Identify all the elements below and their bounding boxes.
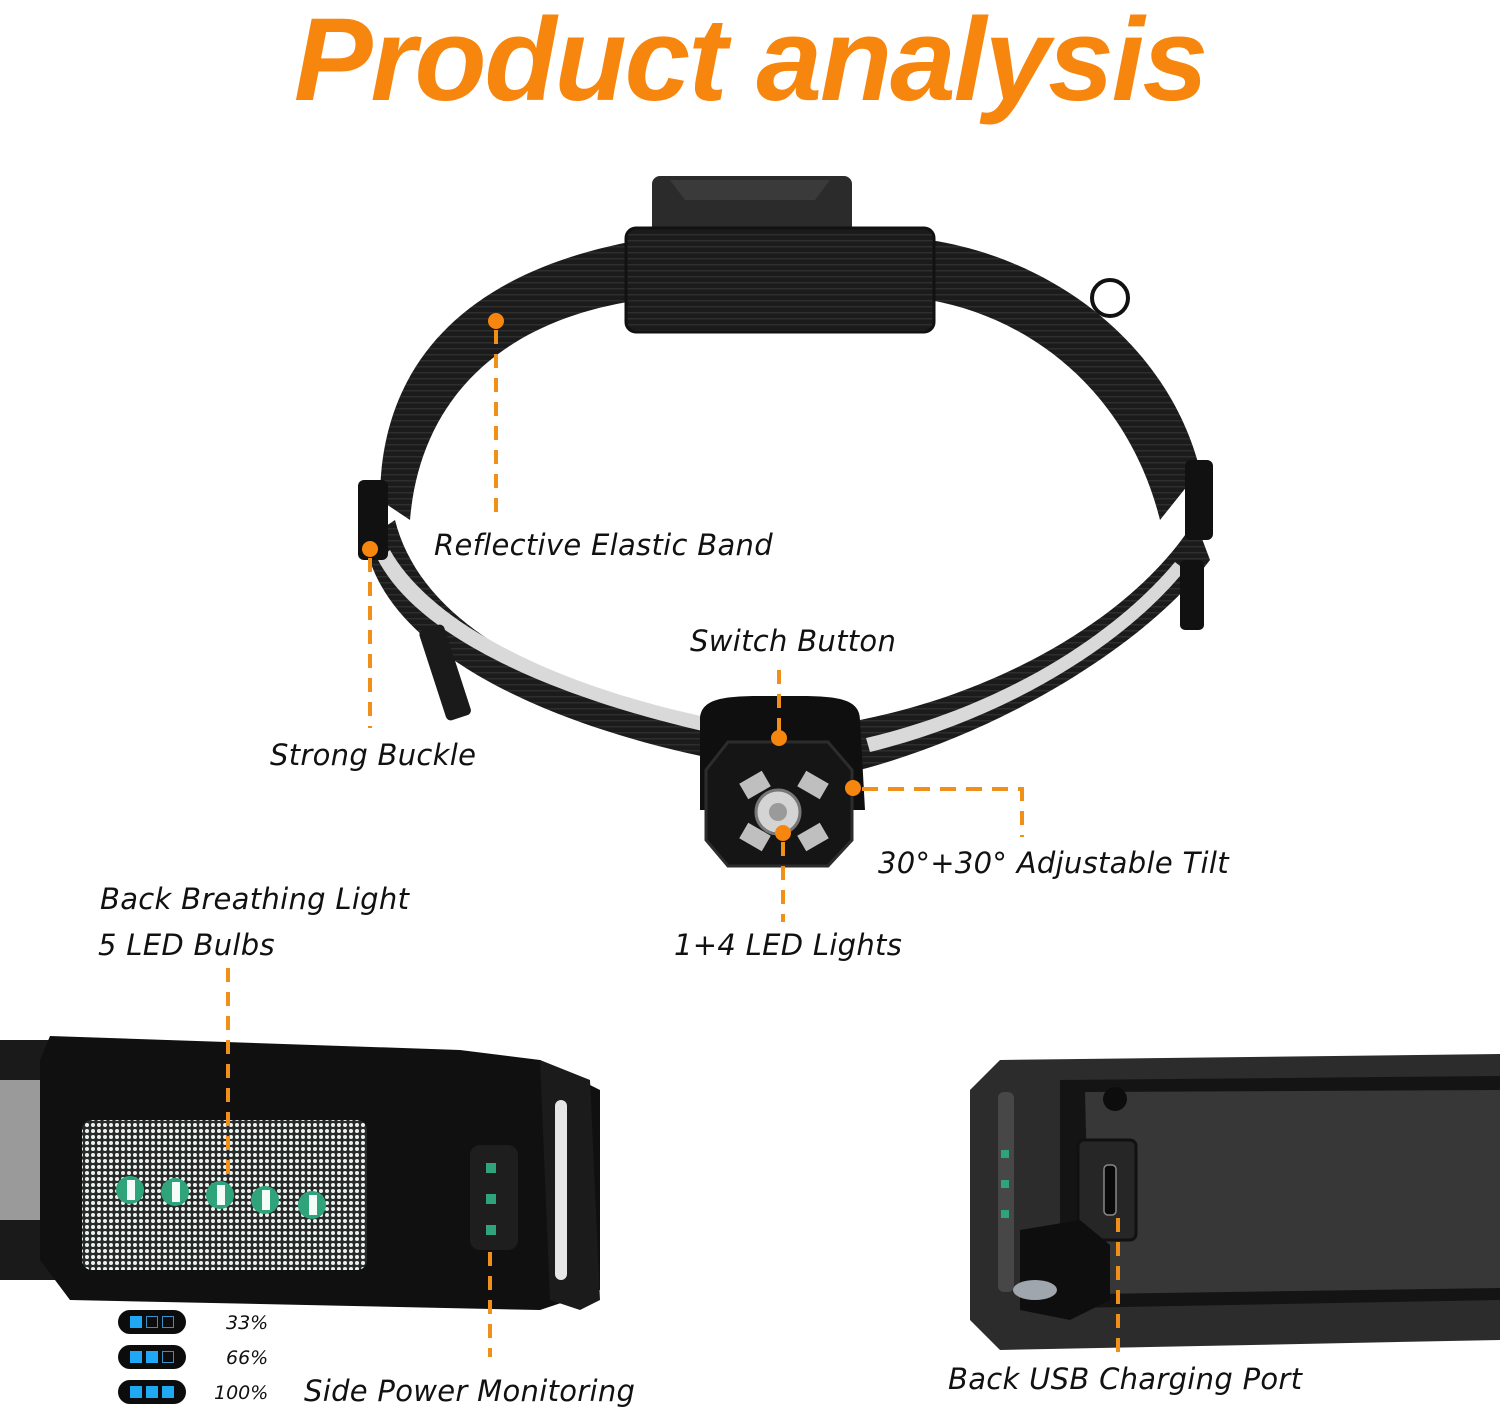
callout-line-tilt-v (1020, 787, 1024, 837)
label-side-power-monitoring: Side Power Monitoring (304, 1374, 636, 1408)
label-led-lights: 1+4 LED Lights (674, 928, 903, 962)
label-strong-buckle: Strong Buckle (270, 738, 477, 772)
callout-dot-buckle (362, 541, 378, 557)
label-reflective-band: Reflective Elastic Band (434, 528, 773, 562)
battery-cell-icon (162, 1386, 174, 1398)
callout-line-band (494, 330, 498, 520)
callout-line-buckle (368, 558, 372, 728)
battery-cell-icon (146, 1316, 158, 1328)
label-switch-button: Switch Button (690, 624, 897, 658)
back-light-image (0, 1036, 600, 1310)
label-back-breathing-light: Back Breathing Light (100, 882, 410, 916)
callout-line-usb (1116, 1218, 1120, 1356)
battery-label-100: 100% (214, 1382, 269, 1404)
battery-cell-icon (130, 1351, 142, 1363)
callout-line-switch (777, 670, 781, 732)
callout-dot-tilt (845, 780, 861, 796)
headband-image (358, 176, 1213, 868)
callout-dot-band (488, 313, 504, 329)
callout-line-back-light (226, 968, 230, 1174)
callout-dot-switch (771, 730, 787, 746)
battery-label-33: 33% (226, 1312, 269, 1334)
battery-indicator-33 (118, 1310, 186, 1334)
label-adjustable-tilt: 30°+30° Adjustable Tilt (878, 846, 1229, 880)
callout-dot-led (775, 825, 791, 841)
battery-label-66: 66% (226, 1347, 269, 1369)
battery-cell-icon (146, 1386, 158, 1398)
battery-cell-icon (146, 1351, 158, 1363)
label-led-bulbs: 5 LED Bulbs (98, 928, 275, 962)
usb-port-image (970, 1054, 1500, 1350)
battery-cell-icon (162, 1351, 174, 1363)
callout-line-tilt-h (862, 787, 1022, 791)
battery-indicator-100 (118, 1380, 186, 1404)
battery-cell-icon (130, 1316, 142, 1328)
label-usb-charging-port: Back USB Charging Port (948, 1362, 1303, 1396)
page-title: Product analysis (293, 0, 1208, 126)
battery-cell-icon (162, 1316, 174, 1328)
battery-indicator-66 (118, 1345, 186, 1369)
callout-line-power (488, 1252, 492, 1357)
battery-cell-icon (130, 1386, 142, 1398)
callout-line-led (781, 842, 785, 922)
